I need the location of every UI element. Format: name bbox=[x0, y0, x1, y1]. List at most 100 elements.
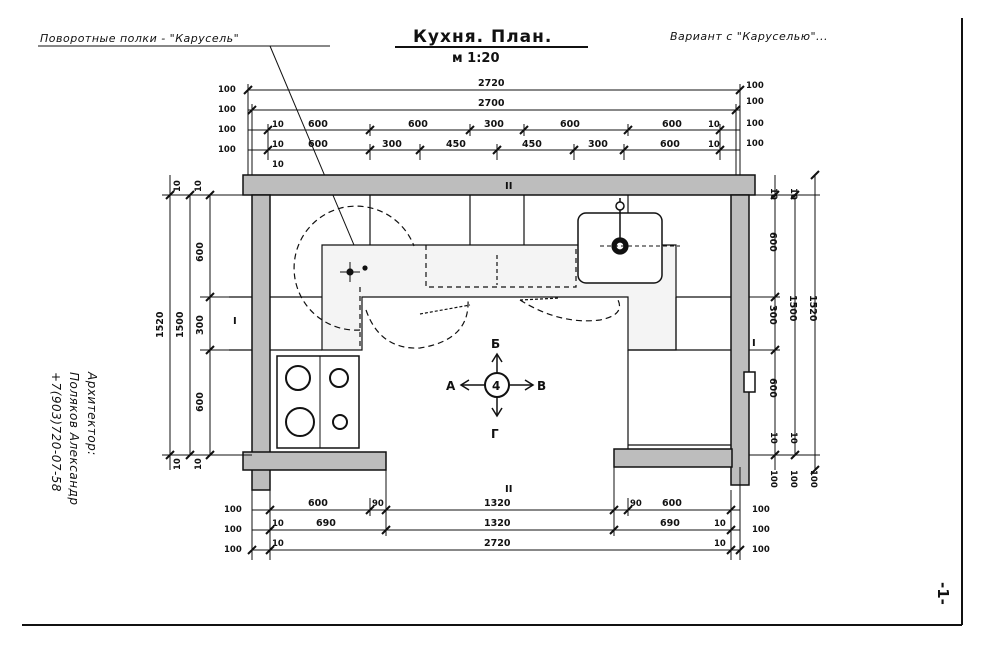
burner-1 bbox=[285, 365, 311, 391]
left-dimension-chain bbox=[162, 175, 252, 470]
top-row2-side-left: 100 bbox=[218, 105, 236, 115]
bottom-row2-v1: 690 bbox=[316, 518, 336, 529]
top-row2-side-right: 100 bbox=[746, 97, 764, 107]
bottom-row1-side-right: 100 bbox=[752, 505, 770, 515]
plan-scale: м 1:20 bbox=[452, 51, 500, 66]
wall-mark-top: II bbox=[505, 181, 512, 192]
top-row4-v7: 10 bbox=[708, 140, 720, 150]
architect-phone: +7(903)720-07-58 bbox=[49, 372, 63, 492]
top-row4-v4: 450 bbox=[522, 139, 542, 150]
left-dim-inner-4: 10 bbox=[173, 458, 183, 470]
burner-3 bbox=[285, 407, 315, 437]
left-dim-inner-1: 600 bbox=[195, 242, 206, 262]
top-row3-v4: 600 bbox=[560, 119, 580, 130]
bottom-dimension-chain bbox=[251, 467, 741, 560]
wall-bottom-left bbox=[242, 451, 387, 471]
view-number: 4 bbox=[492, 379, 500, 393]
right-dim-inner-5: 10 bbox=[788, 432, 798, 444]
top-row4-v5: 300 bbox=[588, 139, 608, 150]
wall-bottom-right bbox=[613, 448, 733, 468]
counter-dashed-edge bbox=[425, 245, 577, 288]
bottom-row2-side-left: 100 bbox=[224, 525, 242, 535]
room-walls bbox=[242, 174, 756, 491]
note-leader-line bbox=[269, 45, 363, 265]
right-dim-inner-3: 600 bbox=[767, 378, 778, 398]
left-dim-inner-0b: 10 bbox=[194, 180, 204, 192]
top-row3-v0: 10 bbox=[272, 120, 284, 130]
architect-name: Поляков Александр bbox=[67, 372, 81, 505]
right-dim-outer: 1520 bbox=[807, 295, 818, 322]
wall-mark-left: I bbox=[233, 316, 237, 327]
bottom-row2-v0: 10 bbox=[272, 519, 284, 529]
page-number: -1- bbox=[934, 582, 952, 605]
bottom-row2-v3: 690 bbox=[660, 518, 680, 529]
right-dim-inner-0: 10 bbox=[768, 188, 778, 200]
left-dim-inner-0: 10 bbox=[173, 180, 183, 192]
wall-mark-bottom: II bbox=[505, 484, 512, 495]
top-row3-v1: 600 bbox=[308, 119, 328, 130]
view-label-north: Б bbox=[491, 337, 500, 351]
bottom-row3-v0: 10 bbox=[272, 539, 284, 549]
bottom-dim-ticks bbox=[247, 505, 745, 555]
left-dim-inner-2: 300 bbox=[195, 315, 206, 335]
right-dim-middle: 1500 bbox=[787, 295, 798, 322]
view-label-west: А bbox=[446, 379, 456, 393]
top-dim-ticks bbox=[243, 85, 745, 155]
top-row4-v2: 300 bbox=[382, 139, 402, 150]
wall-right-niche bbox=[743, 371, 756, 393]
door-swing-arc-left bbox=[365, 299, 469, 349]
top-row4-bottom-10: 10 bbox=[272, 160, 284, 170]
top-dimension-chain bbox=[247, 84, 741, 185]
top-row4-v6: 600 bbox=[660, 139, 680, 150]
top-row3-v5: 600 bbox=[662, 119, 682, 130]
bottom-row2-side-right: 100 bbox=[752, 525, 770, 535]
top-row3-v6: 10 bbox=[708, 120, 720, 130]
wall-left bbox=[251, 194, 271, 491]
bottom-row3-side-left: 100 bbox=[224, 545, 242, 555]
right-dim-inner-2: 300 bbox=[767, 305, 778, 325]
bottom-row1-v2: 1320 bbox=[484, 498, 511, 509]
view-label-south: Г bbox=[491, 427, 499, 441]
door-swing-arc-right bbox=[519, 299, 621, 322]
carousel-swing-arc bbox=[293, 205, 415, 331]
right-dim-bottom-0: 100 bbox=[768, 470, 778, 488]
wall-top bbox=[242, 174, 756, 196]
bottom-row2-v4: 10 bbox=[714, 519, 726, 529]
top-row3-side-left: 100 bbox=[218, 125, 236, 135]
bottom-row3-side-right: 100 bbox=[752, 545, 770, 555]
bottom-row1-side-left: 100 bbox=[224, 505, 242, 515]
top-row1-value: 2720 bbox=[478, 78, 505, 89]
wall-right bbox=[730, 194, 750, 486]
bottom-row3-v1: 2720 bbox=[484, 538, 511, 549]
view-direction-marker bbox=[459, 352, 535, 418]
architect-block: Архитектор: Поляков Александр +7(903)720… bbox=[49, 371, 99, 505]
left-dim-inner-3: 600 bbox=[195, 392, 206, 412]
left-dim-outer: 1520 bbox=[155, 311, 166, 338]
bottom-row1-v1: 90 bbox=[372, 499, 384, 509]
bottom-row1-v4: 600 bbox=[662, 498, 682, 509]
top-row1-side-left: 100 bbox=[218, 85, 236, 95]
left-dim-ticks bbox=[165, 190, 215, 460]
burner-2 bbox=[329, 368, 349, 388]
sheet-frame bbox=[22, 18, 963, 626]
right-dim-bottom-2: 100 bbox=[808, 470, 818, 488]
top-row4-side-right: 100 bbox=[746, 139, 764, 149]
bottom-row3-v2: 10 bbox=[714, 539, 726, 549]
burner-4 bbox=[332, 414, 348, 430]
architect-title: Архитектор: bbox=[85, 371, 99, 456]
left-dim-inner-4b: 10 bbox=[194, 458, 204, 470]
top-row1-side-right: 100 bbox=[746, 81, 764, 91]
top-row3-v2: 600 bbox=[408, 119, 428, 130]
right-dimension-chain bbox=[749, 175, 820, 470]
right-dim-inner-1: 600 bbox=[767, 232, 778, 252]
top-row2-value: 2700 bbox=[478, 98, 505, 109]
right-dim-inner-4: 10 bbox=[768, 432, 778, 444]
top-row3-v3: 300 bbox=[484, 119, 504, 130]
right-dim-bottom-1: 100 bbox=[788, 470, 798, 488]
plan-title: Кухня. План. bbox=[413, 27, 552, 47]
right-dim-inner-0b: 10 bbox=[788, 188, 798, 200]
top-row4-v0: 10 bbox=[272, 140, 284, 150]
top-row3-side-right: 100 bbox=[746, 119, 764, 129]
